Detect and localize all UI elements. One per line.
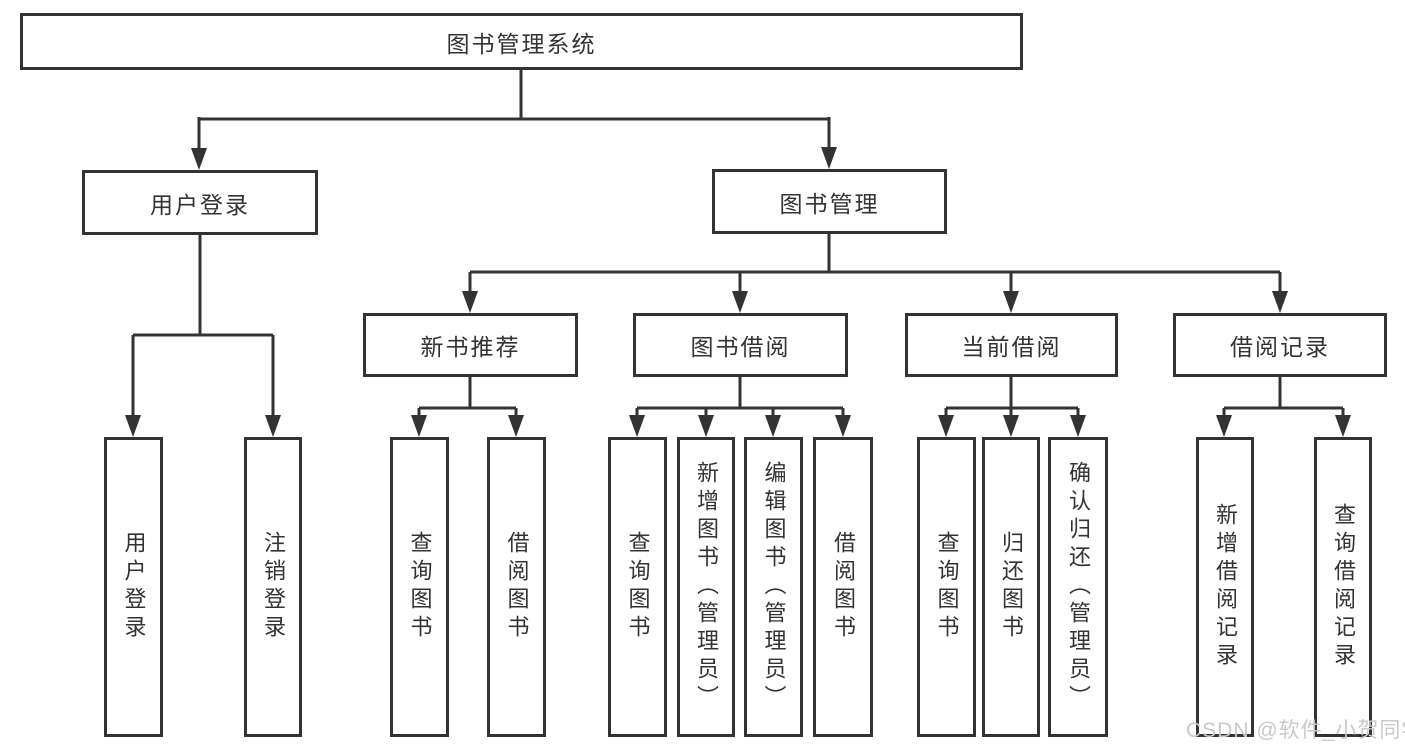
leaf-query-books-recommend-label: 查询图书 [407, 531, 433, 643]
leaf-add-book-admin-label: 新增图书（管理员） [694, 461, 719, 713]
leaf-logout: 注销登录 [244, 437, 302, 737]
leaf-borrow-books-recommend: 借阅图书 [487, 437, 546, 737]
node-borrow-records-label: 借阅记录 [1230, 334, 1330, 360]
node-new-book-recommend-label: 新书推荐 [420, 334, 521, 360]
leaf-return-book: 归还图书 [982, 437, 1040, 737]
leaf-add-borrow-record: 新增借阅记录 [1196, 437, 1254, 737]
node-root-label: 图书管理系统 [446, 30, 597, 57]
node-root: 图书管理系统 [20, 13, 1023, 70]
leaf-query-books-borrow: 查询图书 [608, 437, 667, 737]
node-borrow-records: 借阅记录 [1173, 313, 1387, 377]
node-user-login-label: 用户登录 [150, 191, 250, 218]
leaf-confirm-return-admin: 确认归还（管理员） [1048, 437, 1108, 737]
leaf-query-books-recommend: 查询图书 [390, 437, 449, 737]
node-current-borrow-label: 当前借阅 [961, 334, 1062, 360]
leaf-query-books-current: 查询图书 [917, 437, 976, 737]
node-book-management: 图书管理 [712, 169, 947, 234]
leaf-borrow-books-label: 借阅图书 [831, 531, 856, 643]
leaf-return-book-label: 归还图书 [999, 531, 1024, 643]
connector-strokes [131, 69, 1345, 421]
node-book-borrow: 图书借阅 [633, 313, 848, 377]
arrowheads [125, 147, 1351, 437]
csdn-watermark: CSDN @软件_小贺同学 [1186, 719, 1405, 742]
leaf-add-book-admin: 新增图书（管理员） [677, 437, 735, 737]
leaf-borrow-books-recommend-label: 借阅图书 [504, 531, 530, 643]
leaf-logout-label: 注销登录 [261, 531, 286, 643]
leaf-edit-book-admin: 编辑图书（管理员） [744, 437, 803, 737]
leaf-query-books-current-label: 查询图书 [934, 531, 960, 643]
node-user-login: 用户登录 [82, 170, 318, 235]
leaf-query-borrow-record: 查询借阅记录 [1314, 437, 1372, 737]
leaf-query-borrow-record-label: 查询借阅记录 [1331, 503, 1356, 671]
node-current-borrow: 当前借阅 [905, 313, 1118, 377]
leaf-borrow-books: 借阅图书 [813, 437, 873, 737]
leaf-user-login-label: 用户登录 [121, 531, 147, 643]
leaf-add-borrow-record-label: 新增借阅记录 [1213, 503, 1238, 671]
node-book-borrow-label: 图书借阅 [690, 334, 791, 360]
leaf-query-books-borrow-label: 查询图书 [625, 531, 651, 643]
leaf-edit-book-admin-label: 编辑图书（管理员） [761, 461, 787, 713]
leaf-user-login: 用户登录 [104, 437, 163, 737]
node-new-book-recommend: 新书推荐 [363, 313, 578, 377]
node-book-management-label: 图书管理 [779, 190, 880, 217]
leaf-confirm-return-admin-label: 确认归还（管理员） [1066, 461, 1091, 713]
